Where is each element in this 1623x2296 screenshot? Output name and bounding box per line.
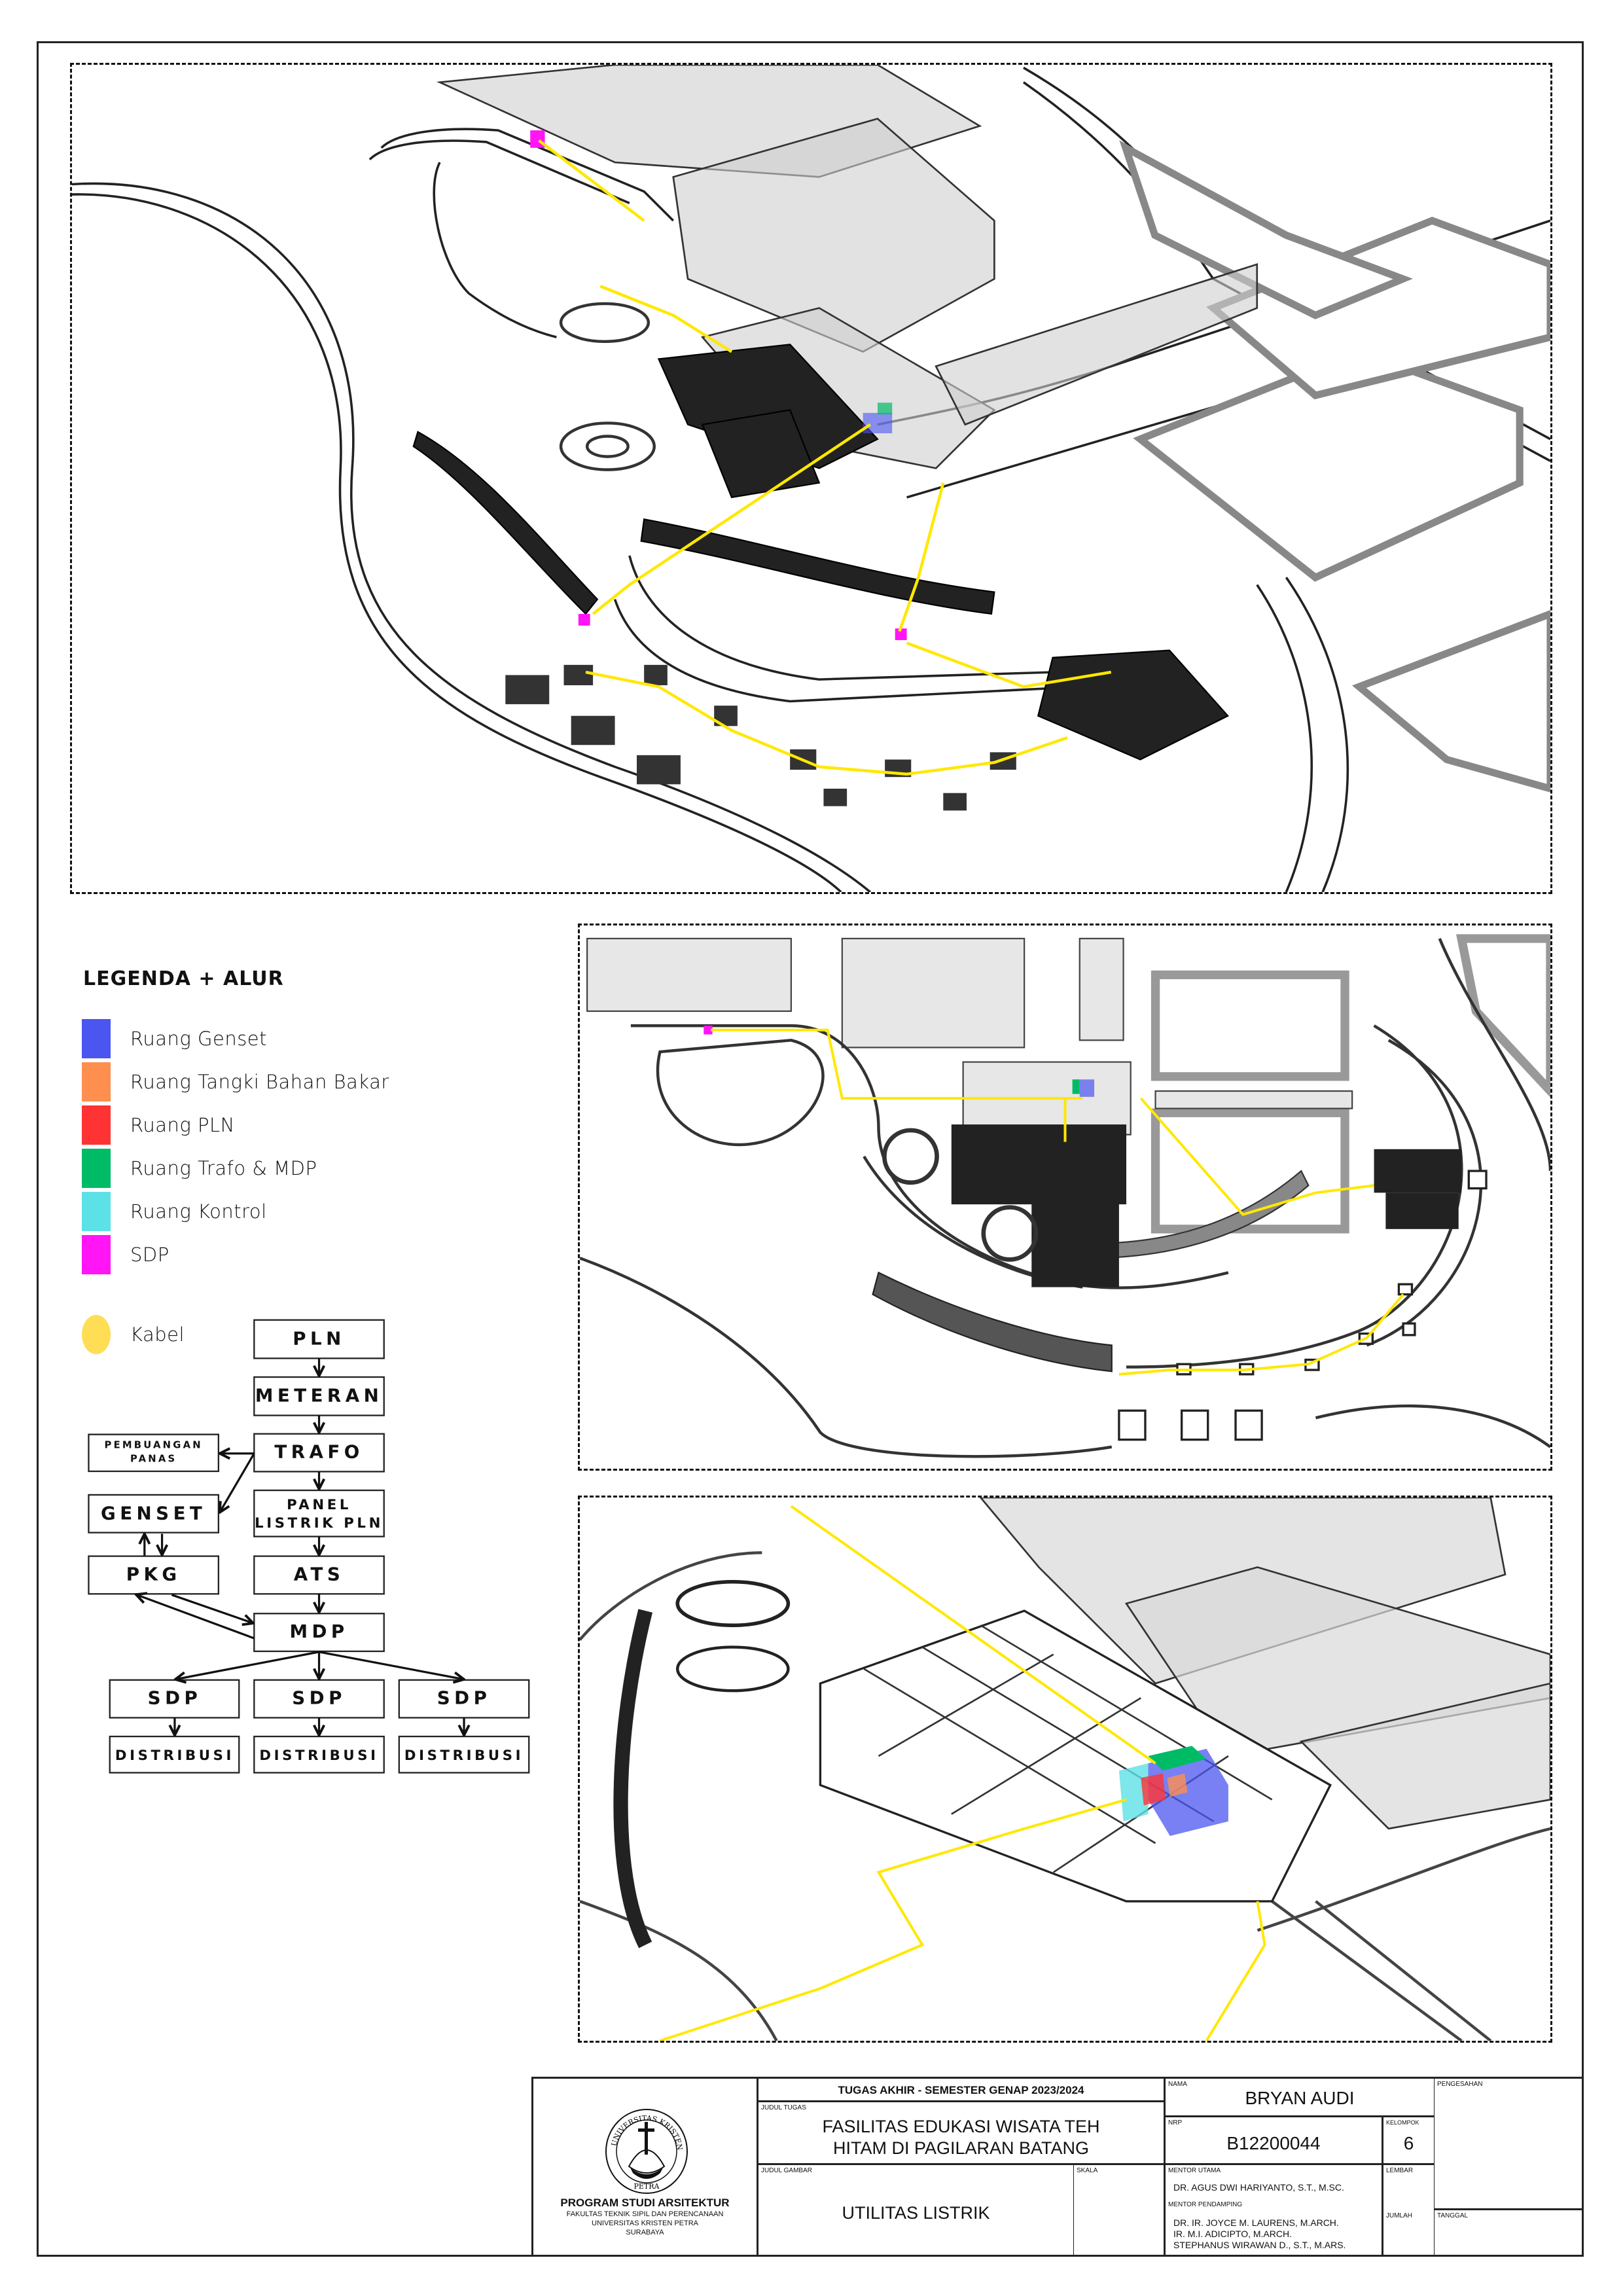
svg-text:PETRA: PETRA	[634, 2182, 660, 2191]
node-label: DISTRIBUSI	[259, 1748, 378, 1764]
main-mentor: DR. AGUS DWI HARIYANTO, S.T., M.SC.	[1173, 2182, 1344, 2193]
genset-swatch	[82, 1019, 111, 1058]
lembar-cell: LEMBAR	[1383, 2165, 1435, 2210]
trafo-swatch	[82, 1149, 111, 1188]
semester-header: TUGAS AKHIR - SEMESTER GENAP 2023/2024	[838, 2084, 1084, 2096]
nrp-cell: NRP B12200044	[1166, 2117, 1383, 2165]
node-trafo	[253, 1433, 385, 1473]
legend-title: LEGENDA + ALUR	[83, 967, 284, 990]
drawing-title: UTILITAS LISTRIK	[842, 2203, 990, 2223]
legend-item-trafo: Ruang Trafo & MDP	[82, 1148, 317, 1189]
node-label: DISTRIBUSI	[404, 1748, 524, 1764]
field-label: TANGGAL	[1437, 2212, 1469, 2219]
node-label: SDP	[437, 1687, 491, 1709]
field-label: SKALA	[1077, 2167, 1098, 2174]
judul-tugas-cell: JUDUL TUGAS FASILITAS EDUKASI WISATA TEH…	[758, 2102, 1166, 2165]
legend-item-tangki: Ruang Tangki Bahan Bakar	[82, 1062, 389, 1102]
node-label: PLN	[293, 1328, 345, 1350]
legend-item-sdp: SDP	[82, 1234, 169, 1275]
node-label: SDP	[148, 1687, 202, 1709]
field-label: KELOMPOK	[1386, 2119, 1419, 2126]
tanggal-cell: TANGGAL	[1435, 2210, 1582, 2257]
node-label: DISTRIBUSI	[115, 1748, 234, 1764]
node-distribusi	[109, 1735, 240, 1774]
node-sdp	[109, 1679, 240, 1719]
field-label: MENTOR PENDAMPING	[1168, 2201, 1243, 2208]
electrical-flowchart: PLN METERAN TRAFO GENSET PKG ATS MDP SDP…	[88, 1319, 530, 1774]
field-label: MENTOR UTAMA	[1168, 2167, 1221, 2174]
project-title-line: FASILITAS EDUKASI WISATA TEH	[822, 2117, 1100, 2136]
legend-label: Ruang Kontrol	[130, 1200, 267, 1223]
field-label: NAMA	[1168, 2081, 1187, 2088]
university-name: UNIVERSITAS KRISTEN PETRA	[592, 2219, 698, 2227]
legend-label: Ruang Tangki Bahan Bakar	[130, 1071, 389, 1093]
node-mdp	[253, 1613, 385, 1653]
student-nrp: B12200044	[1226, 2133, 1321, 2153]
field-label: JUDUL GAMBAR	[761, 2167, 812, 2174]
mentor-cell: MENTOR UTAMA DR. AGUS DWI HARIYANTO, S.T…	[1166, 2165, 1383, 2257]
node-label: PANAS	[130, 1454, 177, 1465]
nama-cell: NAMA BRYAN AUDI	[1166, 2079, 1435, 2117]
kontrol-swatch	[82, 1192, 111, 1231]
legend-label: Ruang Trafo & MDP	[130, 1157, 317, 1179]
sdp-swatch	[82, 1235, 111, 1274]
judul-gambar-cell: JUDUL GAMBAR UTILITAS LISTRIK	[758, 2165, 1074, 2257]
node-label: ATS	[294, 1564, 344, 1585]
header-cell: TUGAS AKHIR - SEMESTER GENAP 2023/2024	[758, 2079, 1166, 2102]
node-label: PKG	[126, 1564, 181, 1585]
co-mentor: STEPHANUS WIRAWAN D., S.T., M.ARS.	[1173, 2240, 1346, 2250]
node-label: MDP	[289, 1621, 348, 1642]
node-label: SDP	[292, 1687, 346, 1709]
kabel-dot-icon	[82, 1315, 111, 1354]
legend-item-pln: Ruang PLN	[82, 1105, 235, 1145]
legend-item-kabel: Kabel	[82, 1314, 185, 1355]
co-mentor: DR. IR. JOYCE M. LAURENS, M.ARCH.	[1173, 2217, 1339, 2228]
skala-cell: SKALA	[1074, 2165, 1166, 2257]
node-panel-listrik-pln	[253, 1489, 385, 1537]
program-name: PROGRAM STUDI ARSITEKTUR	[560, 2197, 730, 2209]
node-distribusi	[398, 1735, 530, 1774]
kelompok-cell: KELOMPOK 6	[1383, 2117, 1435, 2165]
node-label: PANEL	[287, 1497, 351, 1513]
node-pkg	[88, 1555, 220, 1595]
field-label: NRP	[1168, 2119, 1183, 2126]
legend-label: Ruang PLN	[130, 1114, 235, 1136]
legend-label: SDP	[130, 1244, 169, 1266]
title-block: UNIVERSITAS KRISTEN PETRA PROGRAM STUDI …	[531, 2077, 1584, 2257]
legend-label: Kabel	[130, 1323, 185, 1346]
legend-label: Ruang Genset	[130, 1028, 268, 1050]
co-mentor: IR. M.I. ADICIPTO, M.ARCH.	[1173, 2229, 1292, 2239]
flow-arrows	[136, 1358, 464, 1735]
field-label: JUMLAH	[1386, 2212, 1413, 2219]
node-distribusi	[253, 1735, 385, 1774]
site-plan-drawing	[578, 924, 1552, 1471]
jumlah-cell: JUMLAH	[1383, 2210, 1435, 2257]
node-ats	[253, 1555, 385, 1595]
project-title-line: HITAM DI PAGILARAN BATANG	[832, 2138, 1090, 2158]
legend-item-kontrol: Ruang Kontrol	[82, 1191, 267, 1232]
pln-swatch	[82, 1105, 111, 1145]
pengesahan-cell: PENGESAHAN	[1435, 2079, 1582, 2210]
university-logo: UNIVERSITAS KRISTEN PETRA	[605, 2109, 688, 2194]
student-name: BRYAN AUDI	[1245, 2088, 1355, 2108]
city-name: SURABAYA	[626, 2229, 664, 2236]
node-label: TRAFO	[274, 1441, 363, 1463]
tangki-swatch	[82, 1062, 111, 1102]
node-sdp	[398, 1679, 530, 1719]
node-label: METERAN	[255, 1384, 383, 1406]
group-number: 6	[1403, 2133, 1414, 2153]
site-perspective-drawing	[70, 63, 1552, 894]
faculty-name: FAKULTAS TEKNIK SIPIL DAN PERENCANAAN	[566, 2210, 724, 2218]
field-label: LEMBAR	[1386, 2167, 1414, 2174]
field-label: JUDUL TUGAS	[761, 2104, 806, 2111]
node-label: GENSET	[101, 1502, 206, 1524]
detail-perspective-drawing	[578, 1496, 1552, 2043]
node-pembuangan-panas	[88, 1433, 220, 1473]
logo-cell: UNIVERSITAS KRISTEN PETRA PROGRAM STUDI …	[533, 2079, 758, 2257]
field-label: PENGESAHAN	[1437, 2081, 1483, 2088]
legend-item-genset: Ruang Genset	[82, 1018, 267, 1059]
node-label: PEMBUANGAN	[105, 1439, 203, 1450]
node-label: LISTRIK PLN	[255, 1515, 383, 1532]
